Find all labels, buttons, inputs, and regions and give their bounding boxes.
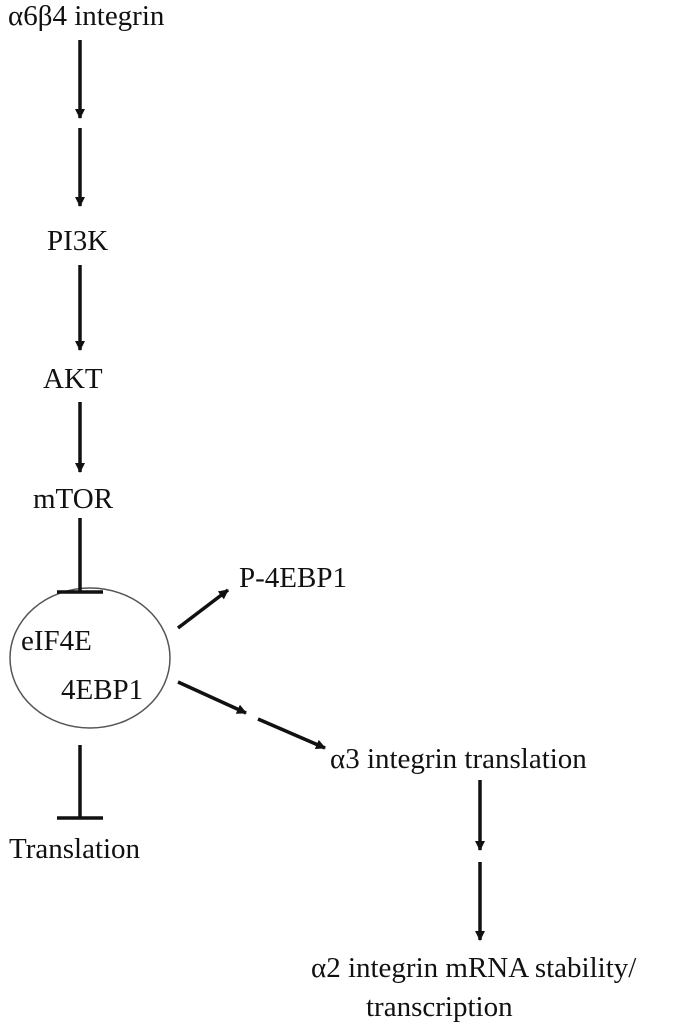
node-4ebp1: 4EBP1 bbox=[61, 674, 143, 706]
node-akt: AKT bbox=[43, 363, 103, 395]
node-p-4ebp1: P-4EBP1 bbox=[239, 562, 347, 594]
arrow-complex-to-a3 bbox=[177, 680, 326, 750]
inhibit-complex-to-translation bbox=[57, 745, 103, 820]
node-a2-line1: α2 integrin mRNA stability/ bbox=[311, 952, 637, 984]
node-eif4e: eIF4E bbox=[21, 625, 92, 657]
node-translation: Translation bbox=[9, 833, 141, 865]
node-a2-line2: transcription bbox=[366, 991, 513, 1023]
node-pi3k: PI3K bbox=[47, 225, 108, 257]
node-a6b4-integrin: α6β4 integrin bbox=[8, 0, 165, 32]
node-a3-integrin-translation: α3 integrin translation bbox=[330, 743, 587, 775]
node-mtor: mTOR bbox=[33, 483, 114, 515]
inhibit-mtor-to-complex bbox=[57, 518, 103, 594]
eif4e-4ebp1-complex bbox=[9, 587, 171, 729]
arrow-complex-to-p4ebp1 bbox=[176, 588, 230, 630]
